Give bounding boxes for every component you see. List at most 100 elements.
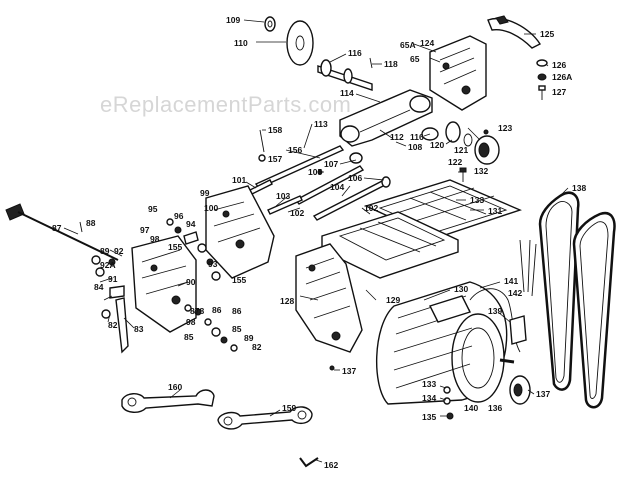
label-102-b: 102 <box>364 203 378 213</box>
label-135: 135 <box>422 412 436 422</box>
label-138: 138 <box>572 183 586 193</box>
label-86: 86 <box>212 305 222 315</box>
label-156: 156 <box>288 145 302 155</box>
label-140: 140 <box>464 403 478 413</box>
label-157: 157 <box>268 154 282 164</box>
label-139: 139 <box>488 306 502 316</box>
label-86-b: 86 <box>232 306 242 316</box>
label-133-b: 133 <box>422 379 436 389</box>
label-155: 155 <box>168 242 182 252</box>
part-110-saw-blade <box>286 20 314 66</box>
label-103: 103 <box>276 191 290 201</box>
part-127-bolt <box>538 85 546 100</box>
label-878: 878 <box>190 306 204 316</box>
part-120-ring <box>445 121 461 143</box>
label-136: 136 <box>488 403 502 413</box>
part-158-pin <box>259 129 265 153</box>
label-92: 92 <box>114 246 124 256</box>
part-162-hex-key <box>299 457 319 468</box>
leader-lines <box>63 19 569 463</box>
part-92A-nut <box>95 267 105 277</box>
label-127: 127 <box>552 87 566 97</box>
part-123-pulley <box>474 135 500 165</box>
part-106-end <box>381 176 391 188</box>
label-94: 94 <box>186 219 196 229</box>
label-90: 90 <box>186 277 196 287</box>
part-134-washer <box>443 397 451 405</box>
label-104: 104 <box>330 182 344 192</box>
part-87-shaft <box>5 203 119 261</box>
part-137-screw <box>329 365 335 371</box>
label-108: 108 <box>408 142 422 152</box>
label-101: 101 <box>232 175 246 185</box>
part-109-nut <box>264 16 276 32</box>
label-109: 109 <box>226 15 240 25</box>
label-99: 99 <box>200 188 210 198</box>
label-82-b: 82 <box>252 342 262 352</box>
label-65A: 65A <box>400 40 416 50</box>
part-90-bracket <box>131 235 197 333</box>
part-82-nut <box>101 309 111 319</box>
label-126A: 126A <box>552 72 572 82</box>
part-126-washer <box>536 59 548 67</box>
label-113: 113 <box>314 119 328 129</box>
label-120: 120 <box>430 140 444 150</box>
label-134: 134 <box>422 393 436 403</box>
label-98-b: 98 <box>186 317 196 327</box>
part-141-cord <box>469 239 537 353</box>
part-102-base <box>321 211 459 279</box>
label-97: 97 <box>140 225 150 235</box>
part-126A-nut <box>537 73 547 81</box>
watermark: eReplacementParts.com <box>100 92 351 117</box>
part-labels: 109 110 116 118 65A 124 65 125 126 126A … <box>52 15 586 470</box>
label-83: 83 <box>134 324 144 334</box>
part-122-set-screw <box>483 129 489 135</box>
label-92A: 92A <box>100 260 116 270</box>
label-162: 162 <box>324 460 338 470</box>
label-116: 116 <box>348 48 362 58</box>
part-136-pulley <box>509 375 531 405</box>
label-91: 91 <box>108 274 118 284</box>
label-118: 118 <box>384 59 398 69</box>
label-132: 132 <box>474 166 488 176</box>
label-122: 122 <box>448 157 462 167</box>
label-85: 85 <box>184 332 194 342</box>
part-125-blade-guard <box>487 15 542 49</box>
part-89-washer <box>91 255 101 265</box>
label-155-b: 155 <box>232 275 246 285</box>
label-121: 121 <box>454 145 468 155</box>
part-132-screw <box>459 167 467 182</box>
part-138-belts <box>538 191 616 409</box>
label-125: 125 <box>540 29 554 39</box>
part-88-pin <box>79 221 83 233</box>
label-82: 82 <box>108 320 118 330</box>
part-157-nut <box>258 154 266 162</box>
label-102: 102 <box>290 208 304 218</box>
label-126: 126 <box>552 60 566 70</box>
part-92-nut <box>108 258 116 266</box>
label-65: 65 <box>410 54 420 64</box>
part-133-washer <box>443 386 451 394</box>
part-83-lever <box>109 285 129 354</box>
label-112: 112 <box>390 132 404 142</box>
label-141: 141 <box>504 276 518 286</box>
label-133: 133 <box>470 195 484 205</box>
label-123: 123 <box>498 123 512 133</box>
label-96: 96 <box>174 211 184 221</box>
label-158: 158 <box>268 125 282 135</box>
part-140-motor <box>375 281 515 405</box>
label-129: 129 <box>386 295 400 305</box>
label-88: 88 <box>86 218 96 228</box>
part-116-arbor <box>317 59 373 91</box>
label-98: 98 <box>150 234 160 244</box>
part-159-wrench <box>217 406 313 430</box>
label-84: 84 <box>94 282 104 292</box>
label-137-b: 137 <box>536 389 550 399</box>
label-130: 130 <box>454 284 468 294</box>
part-107-collar <box>349 152 363 164</box>
part-128-trunnion <box>295 243 363 353</box>
part-114-arbor-bracket <box>339 89 433 147</box>
label-142: 142 <box>508 288 522 298</box>
label-105: 105 <box>308 167 322 177</box>
